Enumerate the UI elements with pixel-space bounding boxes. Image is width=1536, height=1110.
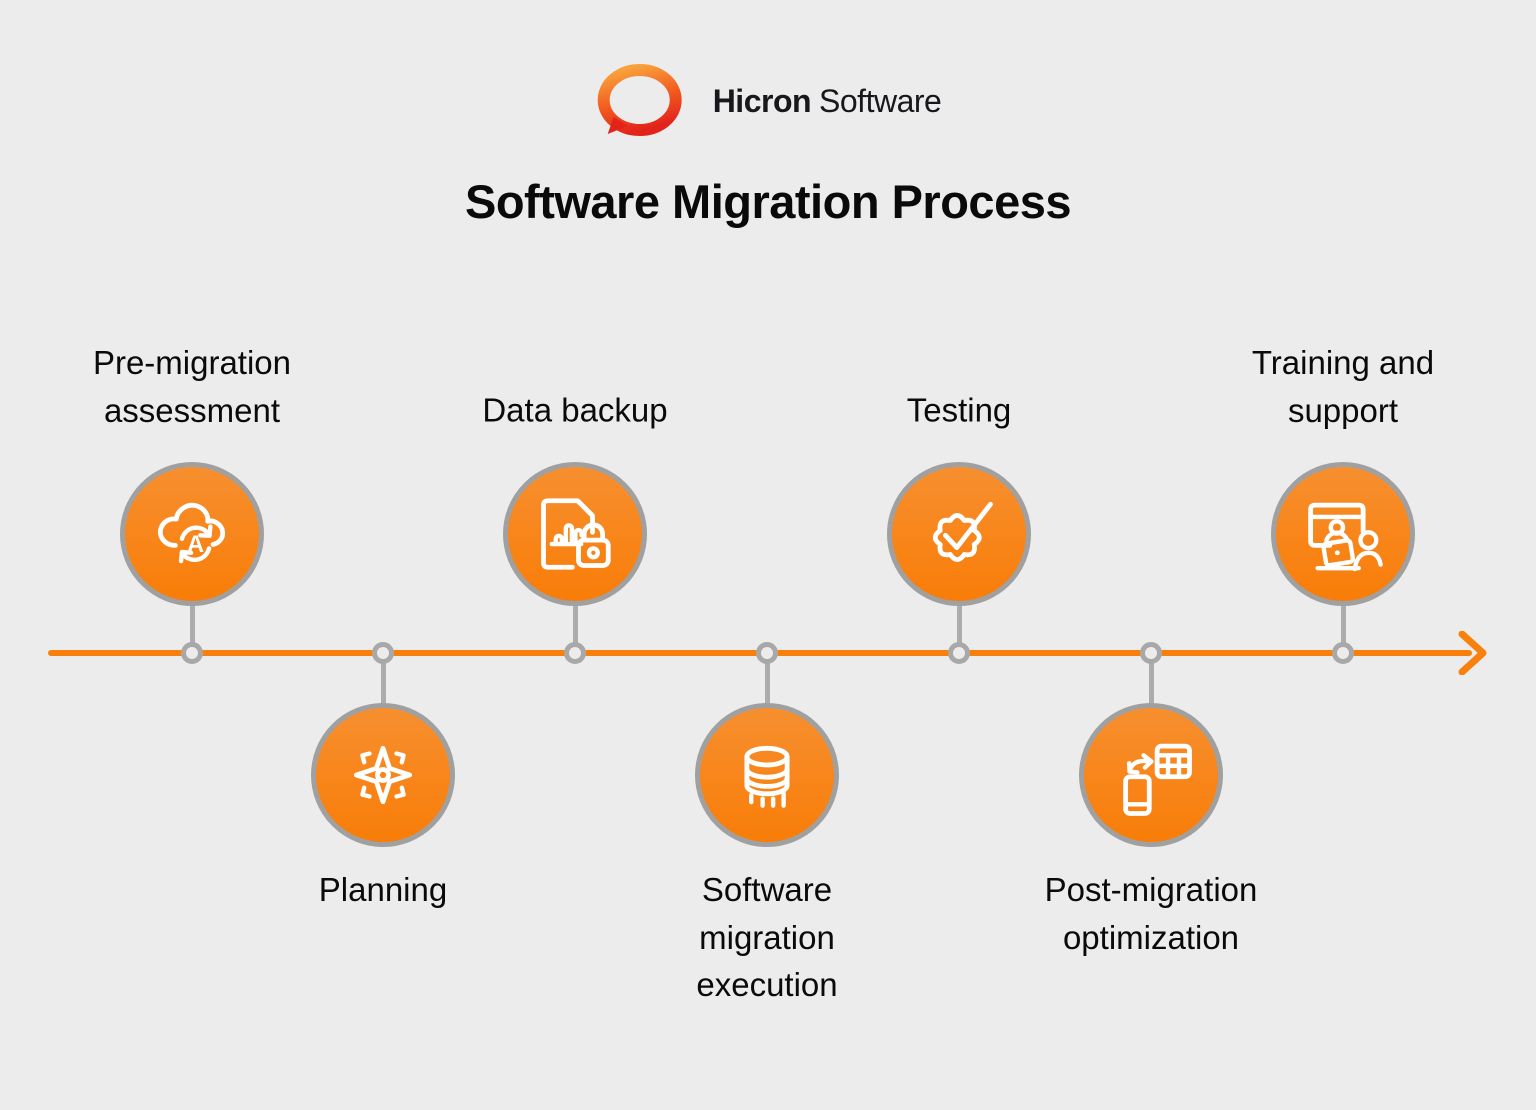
speech-bubble-ring-icon [597,64,682,136]
step-connector [189,603,195,645]
device-sync-icon [1123,743,1192,816]
training-support-icon [1308,502,1383,572]
svg-text:A: A [187,532,204,558]
document-chart-lock-icon [541,498,611,570]
compass-star-icon [353,745,413,805]
step-label: Testing [906,391,1012,429]
step-label: Post-migration optimization [1044,871,1258,956]
step-circle [503,462,647,606]
brand-name-bold: Hicron [712,82,812,119]
step-circle [887,462,1031,606]
step-connector [764,661,770,706]
step-connector [572,603,578,645]
step-connector [956,603,962,645]
timeline-node [1140,642,1162,664]
timeline-node [756,642,778,664]
step-circle [695,703,839,847]
step-label: Training and support [1251,343,1435,429]
timeline-node [564,642,586,664]
step-label: Planning [318,871,448,908]
step-circle [311,703,455,847]
step-label: Software migration execution [696,871,838,1004]
step-connector [1148,661,1154,706]
timeline-node [181,642,203,664]
step-connector [380,661,386,706]
timeline-node [372,642,394,664]
step-label: Pre-migration assessment [92,343,292,429]
page-title: Software Migration Process [465,175,1072,228]
step-circle [1271,462,1415,606]
step-circle [1079,703,1223,847]
cloud-sync-icon: A [157,502,226,564]
database-migration-icon [744,745,790,808]
timeline-node [948,642,970,664]
brand-name-light: Software [819,82,942,119]
gear-check-icon [932,501,993,562]
step-circle: A [120,462,264,606]
timeline-arrowhead-icon [1458,631,1487,675]
step-connector [1340,603,1346,645]
step-label: Data backup [482,391,668,429]
timeline-node [1332,642,1354,664]
